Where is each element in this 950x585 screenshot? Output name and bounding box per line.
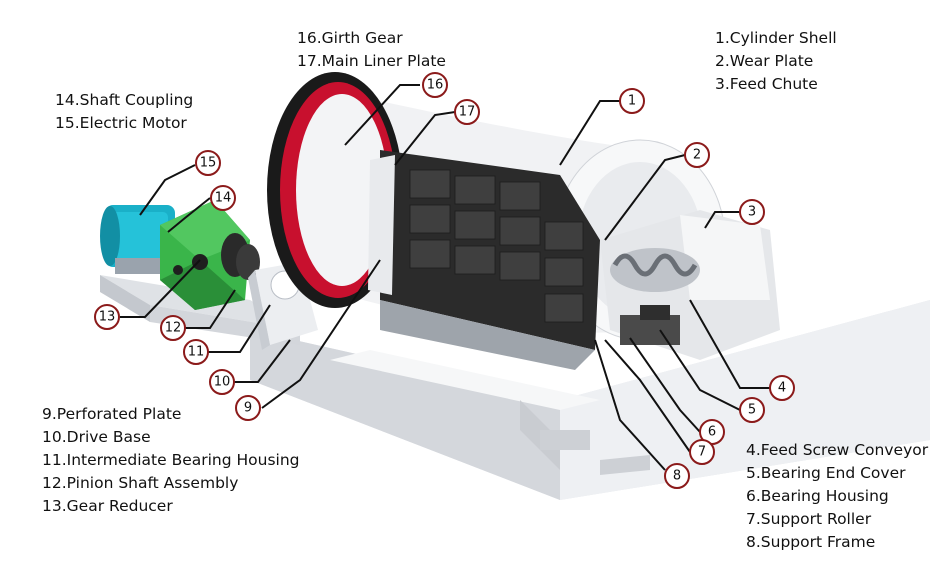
svg-text:5: 5 <box>748 403 756 418</box>
legend-item: 1.Cylinder Shell <box>715 29 837 47</box>
svg-text:11: 11 <box>188 345 205 360</box>
svg-text:1: 1 <box>628 94 636 109</box>
callout-10: 10 <box>209 369 235 395</box>
callouts: 1 2 3 4 5 6 7 8 9 10 11 12 13 14 15 16 1… <box>94 72 795 489</box>
shaft-coupling <box>221 233 260 280</box>
callout-9: 9 <box>235 395 261 421</box>
legend-item: 12.Pinion Shaft Assembly <box>42 474 239 492</box>
legend-item: 7.Support Roller <box>746 510 872 528</box>
main-liner-plate <box>368 150 600 370</box>
callout-15: 15 <box>195 150 221 176</box>
svg-text:2: 2 <box>693 148 701 163</box>
callout-4: 4 <box>769 375 795 401</box>
svg-text:10: 10 <box>214 375 231 390</box>
svg-text:17: 17 <box>459 105 476 120</box>
svg-text:7: 7 <box>698 445 706 460</box>
callout-5: 5 <box>739 397 765 423</box>
callout-16: 16 <box>422 72 448 98</box>
legend-item: 2.Wear Plate <box>715 52 814 70</box>
callout-17: 17 <box>454 99 480 125</box>
leader-lines <box>120 84 770 471</box>
callout-7: 7 <box>689 439 715 465</box>
legend-item: 6.Bearing Housing <box>746 487 889 505</box>
legend-item: 10.Drive Base <box>42 428 151 446</box>
legend-item: 13.Gear Reducer <box>42 497 173 515</box>
feed-assembly <box>600 210 780 360</box>
legend-item: 16.Girth Gear <box>297 29 403 47</box>
svg-text:3: 3 <box>748 205 756 220</box>
svg-text:15: 15 <box>200 156 217 171</box>
callout-1: 1 <box>619 88 645 114</box>
legend-item: 3.Feed Chute <box>715 75 818 93</box>
svg-text:6: 6 <box>708 425 716 440</box>
svg-text:13: 13 <box>99 310 116 325</box>
callout-13: 13 <box>94 304 120 330</box>
svg-text:8: 8 <box>673 469 681 484</box>
callout-3: 3 <box>739 199 765 225</box>
svg-text:12: 12 <box>165 321 182 336</box>
legend-item: 5.Bearing End Cover <box>746 464 906 482</box>
svg-text:14: 14 <box>215 191 232 206</box>
callout-2: 2 <box>684 142 710 168</box>
svg-text:4: 4 <box>778 381 786 396</box>
legend-item: 11.Intermediate Bearing Housing <box>42 451 300 469</box>
legend-item: 4.Feed Screw Conveyor <box>746 441 929 459</box>
legend-item: 14.Shaft Coupling <box>55 91 194 109</box>
legend-item: 9.Perforated Plate <box>42 405 182 423</box>
legend-item: 17.Main Liner Plate <box>297 52 446 70</box>
legend-drive-group: 9.Perforated Plate 10.Drive Base 11.Inte… <box>42 403 300 518</box>
callout-12: 12 <box>160 315 186 341</box>
callout-8: 8 <box>664 463 690 489</box>
callout-11: 11 <box>183 339 209 365</box>
electric-motor <box>100 205 175 274</box>
svg-text:16: 16 <box>427 78 444 93</box>
legend-motor-group: 14.Shaft Coupling 15.Electric Motor <box>55 89 193 135</box>
legend-item: 15.Electric Motor <box>55 114 187 132</box>
callout-14: 14 <box>210 185 236 211</box>
legend-item: 8.Support Frame <box>746 533 876 551</box>
legend-cylinder-shell-group: 1.Cylinder Shell 2.Wear Plate 3.Feed Chu… <box>715 27 837 96</box>
svg-text:9: 9 <box>244 401 252 416</box>
legend-girth-gear-group: 16.Girth Gear 17.Main Liner Plate <box>297 27 446 73</box>
legend-feed-group: 4.Feed Screw Conveyor 5.Bearing End Cove… <box>746 439 928 554</box>
